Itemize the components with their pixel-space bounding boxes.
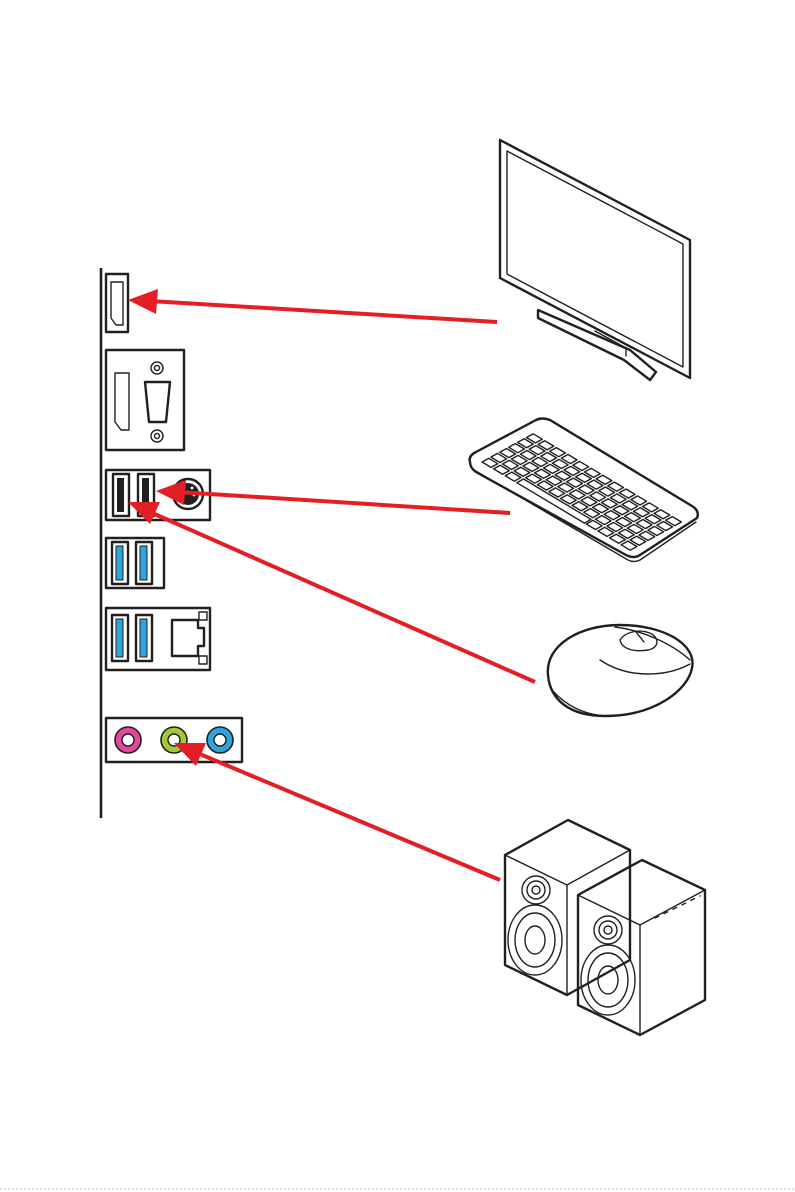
speakers-icon xyxy=(505,820,705,1035)
hdmi-port xyxy=(106,274,128,332)
lan-port xyxy=(172,612,207,664)
usb2-port-left xyxy=(113,474,129,516)
audio-jacks xyxy=(106,718,242,762)
keyboard-icon xyxy=(470,419,698,562)
arrow-monitor-to-hdmi xyxy=(128,289,497,322)
usb3-lan-combo xyxy=(106,608,210,670)
audio-mic-in-jack xyxy=(115,727,141,753)
usb3-pair xyxy=(106,538,164,588)
arrow-speakers-to-audio xyxy=(174,743,500,880)
hdmi-vga-combo xyxy=(106,350,184,450)
mouse-icon xyxy=(548,625,693,716)
monitor-icon xyxy=(500,140,690,380)
audio-line-in-jack xyxy=(207,727,233,753)
